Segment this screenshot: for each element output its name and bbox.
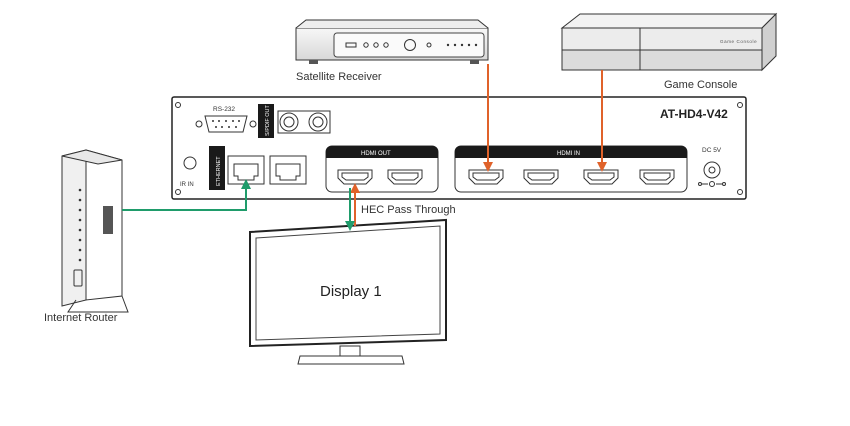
- satellite-receiver-label: Satellite Receiver: [296, 71, 382, 83]
- game-console: [560, 12, 778, 72]
- satellite-receiver: [295, 19, 489, 64]
- display-1: [249, 218, 447, 365]
- rs232-port: [195, 115, 257, 133]
- hdmi-out-group: [325, 145, 439, 193]
- internet-router-label: Internet Router: [44, 312, 118, 324]
- game-console-brand: Game Console: [720, 39, 757, 44]
- ethernet-label: ETHERNET: [216, 156, 222, 186]
- matrix-model-label: AT-HD4-V42: [660, 107, 728, 121]
- dc-power-port: [698, 161, 726, 187]
- spdif-label: S/PDIF OUT: [265, 104, 271, 136]
- ir-in-port: [183, 156, 197, 170]
- internet-router: [61, 149, 129, 313]
- display-1-label: Display 1: [320, 283, 382, 300]
- router-network-cable: [122, 179, 251, 211]
- display-hdmi-cable: [345, 183, 360, 231]
- hdmi-in-group: [454, 145, 688, 193]
- spdif-ports: [277, 110, 331, 134]
- ir-in-label: IR IN: [180, 182, 194, 188]
- hdmi-out-label: HDMI OUT: [361, 151, 391, 157]
- rs232-label: RS-232: [213, 106, 235, 113]
- game-console-label: Game Console: [664, 79, 737, 91]
- hec-pass-through-label: HEC Pass Through: [361, 204, 456, 216]
- hdmi-in-label: HDMI IN: [557, 151, 580, 157]
- dc-5v-label: DC 5V: [702, 147, 722, 154]
